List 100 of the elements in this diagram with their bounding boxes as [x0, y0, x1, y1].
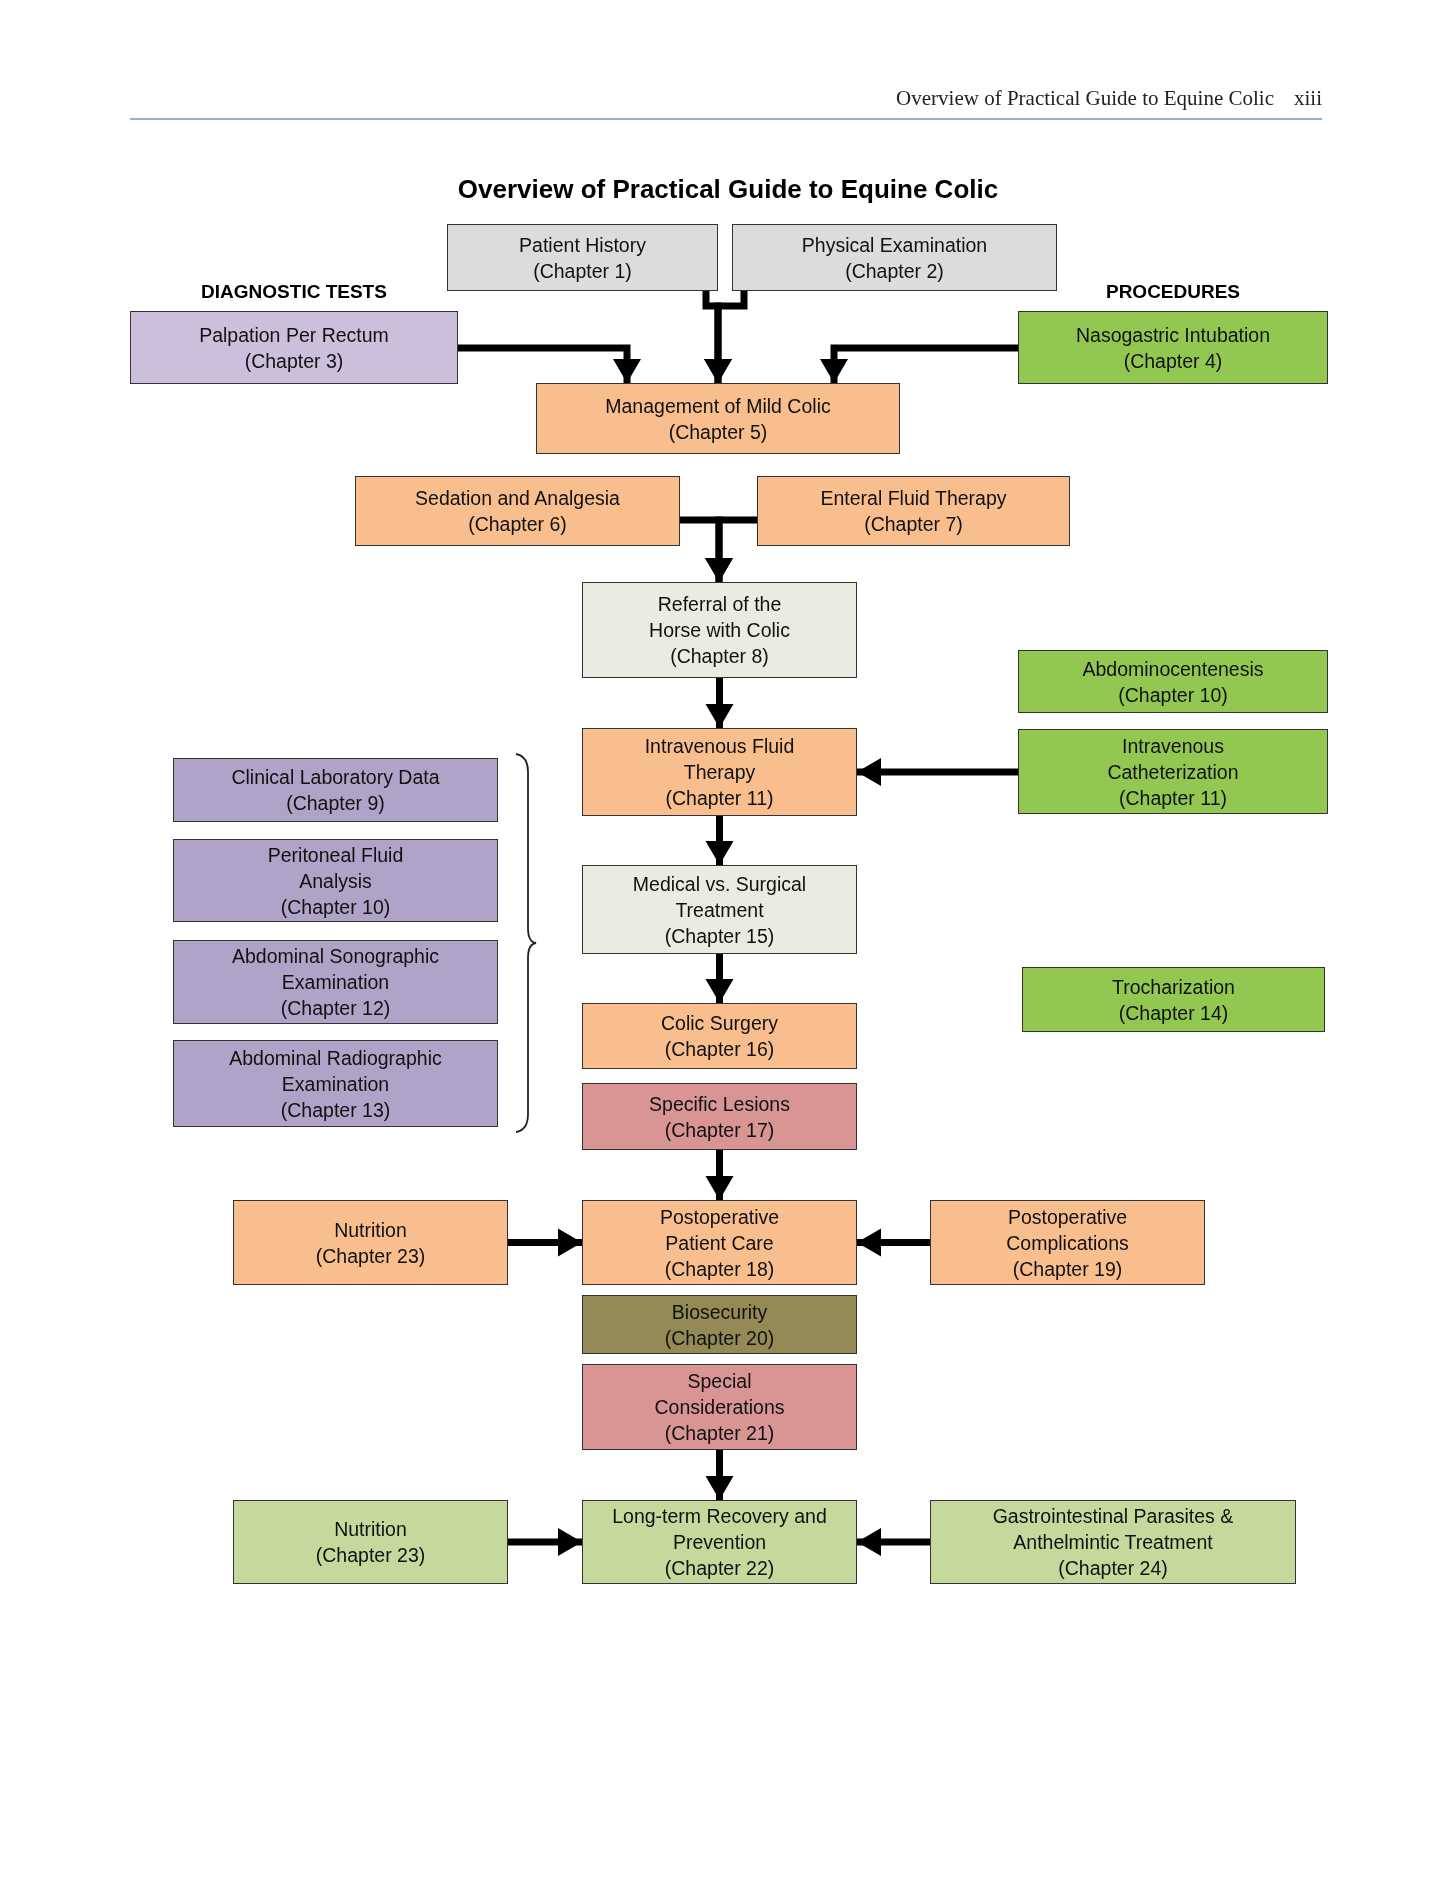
chapter-reference: (Chapter 8) [670, 644, 769, 669]
chapter-reference: (Chapter 7) [864, 512, 963, 537]
topic-name: Intravenous Catheterization [1106, 733, 1240, 785]
topic-name: Referral of the Horse with Colic [648, 592, 791, 643]
arrow [508, 1528, 582, 1556]
topic-name: Nasogastric Intubation [1076, 322, 1270, 348]
chapter-box [173, 758, 498, 822]
topic-name: Medical vs. Surgical Treatment [631, 871, 808, 923]
chapter-box [757, 476, 1070, 546]
running-header: Overview of Practical Guide to Equine Colic [896, 86, 1274, 111]
chapter-box [447, 224, 718, 291]
chapter-reference: (Chapter 1) [533, 258, 632, 284]
chapter-reference: (Chapter 17) [664, 1117, 775, 1143]
topic-name: Special Considerations [653, 1369, 786, 1420]
chapter-box [582, 1295, 857, 1354]
arrow [705, 516, 757, 582]
chapter-box [130, 311, 458, 384]
chapter-reference: (Chapter 20) [664, 1325, 775, 1351]
section-heading: DIAGNOSTIC TESTS [201, 281, 387, 303]
arrow [820, 344, 1018, 383]
chapter-reference: (Chapter 24) [1058, 1556, 1168, 1581]
diagram-title: Overview of Practical Guide to Equine Colic [456, 174, 1000, 205]
chapter-reference: (Chapter 11) [665, 786, 774, 811]
chapter-box [173, 839, 498, 922]
arrow [508, 1228, 582, 1257]
topic-name: Trocharization [1112, 974, 1235, 1000]
chapter-reference: (Chapter 10) [1118, 682, 1228, 708]
arrow [705, 816, 734, 865]
chapter-reference: (Chapter 16) [664, 1037, 775, 1062]
chapter-box [1018, 729, 1328, 814]
chapter-box [355, 476, 680, 546]
arrow [857, 758, 1018, 786]
chapter-box [582, 1200, 857, 1285]
chapter-box [930, 1200, 1205, 1285]
arrow [857, 1228, 930, 1257]
chapter-box [930, 1500, 1296, 1584]
chapter-reference: (Chapter 13) [280, 1097, 391, 1123]
chapter-box [173, 940, 498, 1024]
topic-name: Abdominocentenesis [1082, 656, 1264, 682]
chapter-box [233, 1500, 508, 1584]
chapter-reference: (Chapter 19) [1012, 1256, 1123, 1282]
chapter-reference: (Chapter 22) [664, 1556, 775, 1581]
topic-name: Sedation and Analgesia [415, 486, 620, 511]
arrow [705, 1450, 734, 1500]
chapter-reference: (Chapter 18) [664, 1256, 775, 1282]
chapter-reference: (Chapter 23) [315, 1543, 426, 1568]
chapter-box [732, 224, 1057, 291]
topic-name: Postoperative Complications [1005, 1204, 1130, 1256]
chapter-reference: (Chapter 10) [280, 894, 391, 920]
topic-name: Enteral Fluid Therapy [820, 486, 1007, 511]
chapter-reference: (Chapter 5) [668, 419, 768, 445]
chapter-box [536, 383, 900, 454]
page-number: xiii [1294, 86, 1322, 111]
arrow [857, 1528, 930, 1556]
chapter-reference: (Chapter 2) [845, 258, 944, 284]
arrow [705, 954, 734, 1003]
topic-name: Patient History [519, 232, 646, 258]
chapter-reference: (Chapter 6) [468, 512, 567, 537]
chapter-reference: (Chapter 12) [280, 996, 391, 1021]
topic-name: Biosecurity [671, 1299, 768, 1325]
topic-name: Peritoneal Fluid Analysis [266, 842, 405, 894]
chapter-box [582, 1083, 857, 1150]
chapter-reference: (Chapter 4) [1123, 348, 1223, 374]
chapter-box [1022, 967, 1325, 1032]
topic-name: Clinical Laboratory Data [231, 765, 440, 790]
arrow [704, 291, 748, 383]
chapter-box [582, 582, 857, 678]
chapter-reference: (Chapter 9) [286, 791, 385, 816]
section-heading: PROCEDURES [1105, 281, 1241, 303]
chapter-box [233, 1200, 508, 1285]
chapter-box [582, 1003, 857, 1069]
chapter-box [582, 1500, 857, 1584]
chapter-reference: (Chapter 3) [244, 348, 344, 374]
topic-name: Palpation Per Rectum [199, 322, 389, 348]
topic-name: Intravenous Fluid Therapy [643, 734, 796, 785]
topic-name: Nutrition [334, 1517, 407, 1542]
topic-name: Gastrointestinal Parasites & Anthelmintic Treatment [991, 1504, 1235, 1555]
topic-name: Specific Lesions [649, 1091, 790, 1117]
topic-name: Abdominal Radiographic Examination [228, 1045, 443, 1097]
topic-name: Postoperative Patient Care [658, 1204, 781, 1256]
arrow [705, 678, 734, 728]
chapter-reference: (Chapter 14) [1118, 1000, 1229, 1026]
chapter-reference: (Chapter 23) [315, 1243, 426, 1269]
topic-name: Physical Examination [801, 232, 988, 258]
topic-name: Management of Mild Colic [605, 393, 831, 419]
topic-name: Nutrition [334, 1217, 407, 1243]
chapter-reference: (Chapter 15) [664, 923, 775, 949]
chapter-box [582, 865, 857, 954]
chapter-box [1018, 650, 1328, 713]
topic-name: Colic Surgery [660, 1011, 778, 1036]
chapter-box [582, 728, 857, 816]
chapter-reference: (Chapter 11) [1119, 785, 1227, 811]
topic-name: Long-term Recovery and Prevention [611, 1504, 828, 1555]
chapter-reference: (Chapter 21) [664, 1421, 775, 1446]
arrow [705, 1150, 734, 1200]
chapter-box [1018, 311, 1328, 384]
arrow [458, 344, 641, 383]
chapter-box [582, 1364, 857, 1450]
chapter-box [173, 1040, 498, 1127]
topic-name: Abdominal Sonographic Examination [230, 944, 441, 995]
